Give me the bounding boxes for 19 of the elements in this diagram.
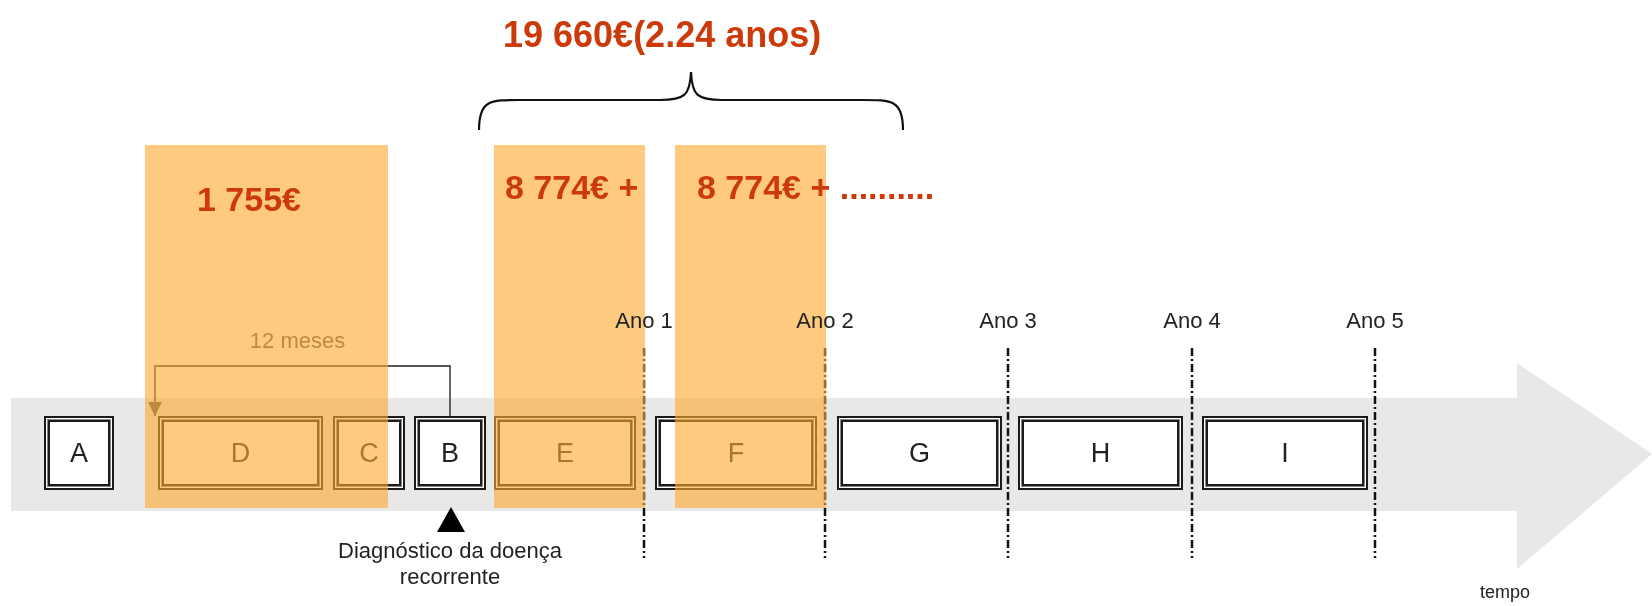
year-label: Ano 4 xyxy=(1163,308,1221,334)
process-box: B xyxy=(414,416,486,490)
process-box: I xyxy=(1202,416,1368,490)
process-box: A xyxy=(44,416,114,490)
process-box: C xyxy=(333,416,405,490)
axis-label: tempo xyxy=(1480,582,1531,603)
process-box: D xyxy=(158,416,323,490)
total-cost: 19 660€(2.24 anos) xyxy=(503,14,822,56)
process-box: E xyxy=(494,416,636,490)
bracket-arrow xyxy=(148,365,451,417)
process-box: H xyxy=(1018,416,1183,490)
cost-value: 1 755€ xyxy=(197,180,301,219)
edge-label: 12 meses xyxy=(249,328,346,354)
process-box: F xyxy=(655,416,817,490)
year-label: Ano 3 xyxy=(979,308,1037,334)
process-box: G xyxy=(837,416,1002,490)
annotation-text: Diagnóstico da doença recorrente xyxy=(337,538,563,591)
cost-value: 8 774€ + xyxy=(505,168,639,207)
year-label: Ano 5 xyxy=(1346,308,1404,334)
